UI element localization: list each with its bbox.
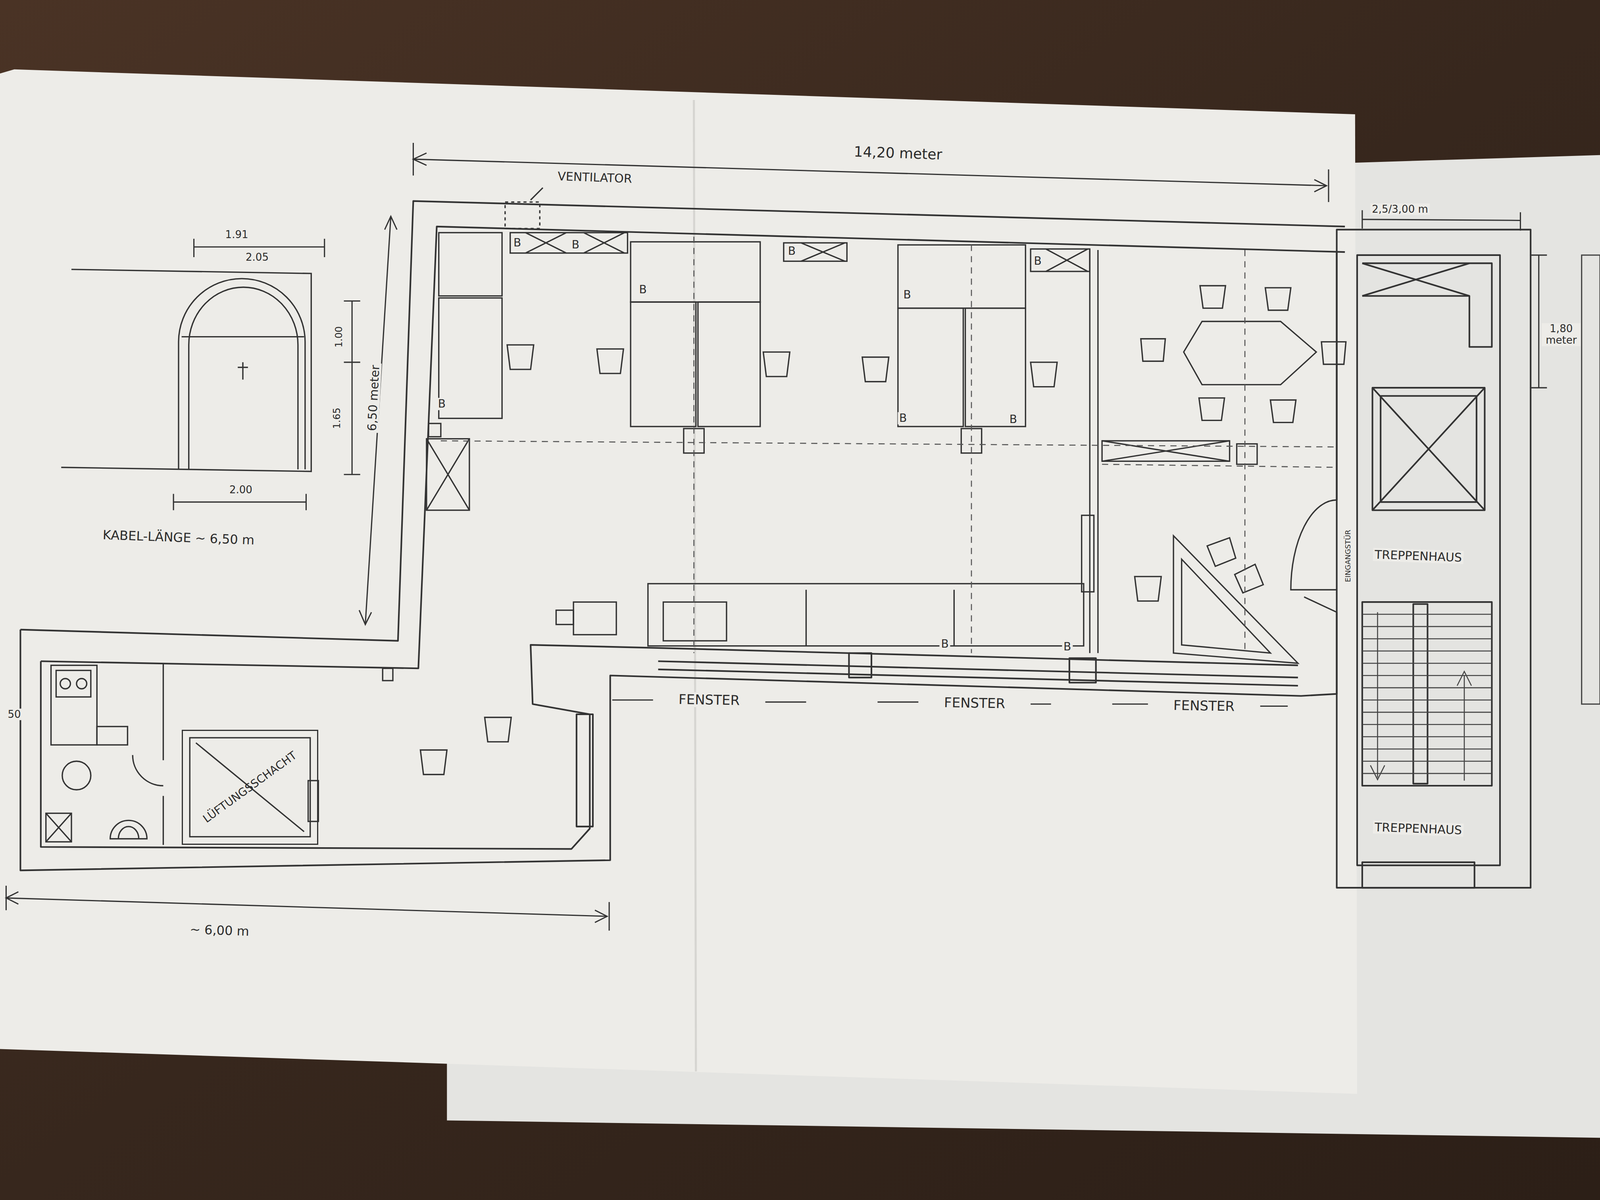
cabinet-mark: B — [511, 236, 523, 250]
dimension-lines — [5, 142, 1547, 931]
door-label: EINGANGSTÜR — [1344, 528, 1352, 584]
cabinet-mark: B — [1032, 255, 1044, 268]
part-name: VENTILATOR — [555, 169, 635, 186]
dimension-label: 14,20 meter — [851, 143, 945, 163]
dimension-label: 50 — [5, 708, 23, 721]
cabinet-mark: B — [897, 412, 909, 425]
dimension-label: 1,80 meter — [1541, 323, 1581, 347]
window-label: FENSTER — [1171, 698, 1237, 714]
shaft-box: LÜFTUNGSSCHACHT — [181, 729, 319, 846]
shaft-label: LÜFTUNGSSCHACHT — [200, 749, 299, 825]
dimension-label: 2,5/3,00 m — [1370, 203, 1430, 216]
dimension-label: 2.00 — [227, 484, 254, 496]
window-label: FENSTER — [676, 692, 742, 708]
note-label: KABEL-LÄNGE ~ 6,50 m — [100, 528, 256, 548]
room-name: TREPPENHAUS — [1373, 548, 1464, 565]
dimension-label: 1.65 — [331, 406, 342, 431]
room-name: TREPPENHAUS — [1373, 820, 1464, 837]
cabinet-mark: B — [1061, 640, 1073, 654]
walls — [20, 201, 1531, 889]
main-sheet — [0, 69, 1358, 1095]
cabinet-mark: B — [786, 244, 798, 258]
cabinet-mark: B — [1007, 413, 1019, 426]
stairs — [1362, 612, 1493, 781]
cabinet-mark: B — [436, 398, 448, 411]
cabinet-mark: B — [570, 238, 581, 252]
dimension-label: ~ 6,00 m — [187, 922, 251, 939]
grid-lines — [440, 236, 1337, 654]
cabinet-mark: B — [901, 288, 913, 302]
dimension-label: 6,50 meter — [365, 363, 382, 433]
dimension-label: 1.00 — [333, 324, 345, 349]
furniture — [46, 187, 1347, 845]
dimension-label: 1.91 — [223, 228, 250, 241]
dimension-label: 2.05 — [244, 251, 271, 264]
window-label: FENSTER — [942, 695, 1007, 712]
cabinet-mark: B — [939, 637, 951, 650]
cabinet-mark: B — [637, 283, 649, 297]
